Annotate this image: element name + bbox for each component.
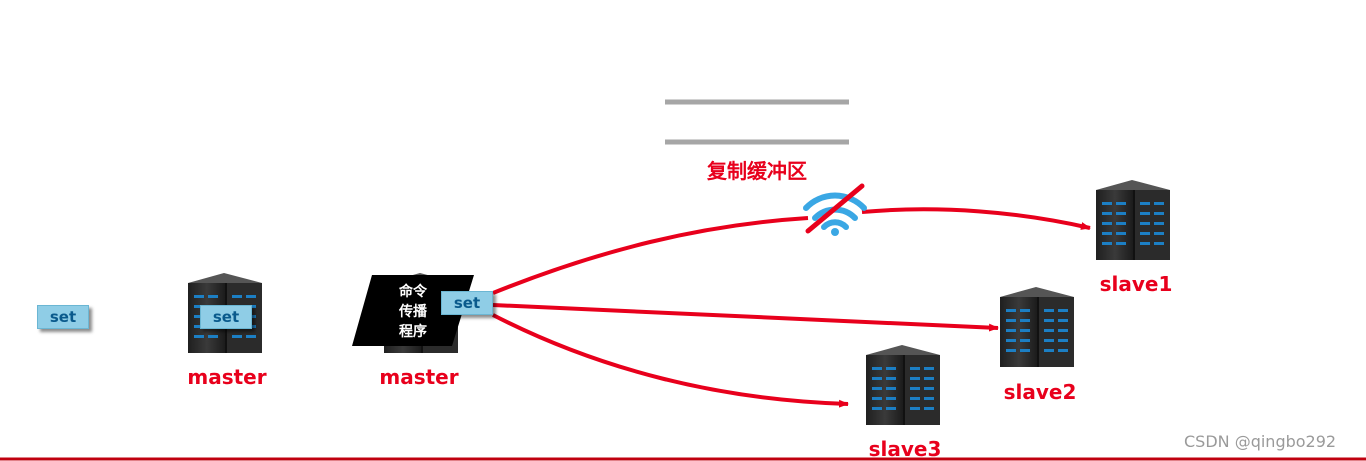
master-label: master xyxy=(379,365,459,389)
set-command-badge: set xyxy=(200,305,252,329)
set-command-badge: set xyxy=(37,305,89,329)
replication-buffer-label: 复制缓冲区 xyxy=(707,159,807,183)
slave3-label: slave3 xyxy=(868,437,942,461)
server-rack-icon xyxy=(1095,179,1171,261)
set-command-badge: set xyxy=(441,291,493,315)
program-line: 传播 xyxy=(399,304,427,320)
arrow-to-slave1-part1 xyxy=(492,216,809,295)
server-rack-icon xyxy=(865,344,941,426)
slave2-label: slave2 xyxy=(1003,380,1077,404)
replication-buffer xyxy=(665,99,849,145)
server-rack-icon xyxy=(999,286,1075,368)
program-label: 命令 传播 程序 xyxy=(388,282,438,342)
program-line: 程序 xyxy=(399,324,427,340)
wifi-disconnected-icon xyxy=(803,183,867,236)
arrow-to-slave1 xyxy=(861,207,1091,230)
arrow-to-slave3 xyxy=(492,313,849,408)
arrow-to-slave2 xyxy=(492,303,999,332)
watermark: CSDN @qingbo292 xyxy=(1184,432,1337,451)
slave1-label: slave1 xyxy=(1099,272,1173,296)
program-line: 命令 xyxy=(399,284,427,300)
master-label: master xyxy=(187,365,267,389)
